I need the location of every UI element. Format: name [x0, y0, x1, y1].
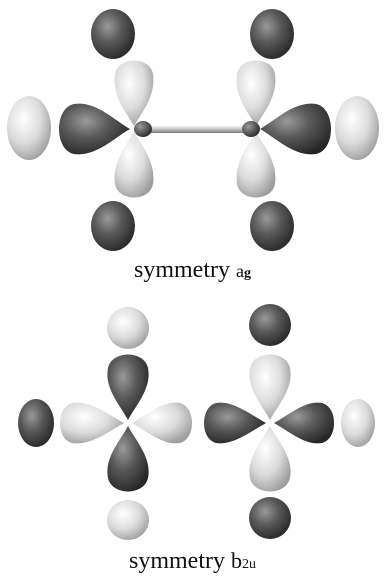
- metal-lobe-left-up: [107, 354, 149, 420]
- ligand-lobe-left-top: [107, 307, 149, 349]
- metal-lobe-left-left: [60, 402, 124, 444]
- ligand-lobe-left-top: [91, 9, 135, 59]
- ligand-lobe-left-outer: [7, 96, 51, 160]
- ligand-lobe-right-bottom: [250, 201, 294, 251]
- metal-lobe-left-right: [132, 402, 192, 444]
- metal-metal-bond: [140, 126, 254, 133]
- metal-lobe-left-left: [59, 103, 130, 155]
- caption-symmetry-b2u: symmetry b2u: [0, 548, 385, 575]
- metal-lobe-left-down: [107, 426, 149, 492]
- metal-lobe-left-up: [114, 60, 154, 126]
- metal-atom-left: [134, 121, 152, 137]
- metal-lobe-right-up: [236, 60, 276, 126]
- orbital-b2u: [18, 304, 375, 540]
- metal-lobe-left-down: [114, 132, 154, 198]
- ligand-lobe-left-bottom: [107, 500, 149, 540]
- ligand-lobe-left-outer: [18, 399, 54, 447]
- metal-lobe-right-left: [204, 402, 266, 444]
- metal-lobe-right-up: [249, 354, 291, 420]
- symmetry-symbol: ag: [236, 261, 251, 281]
- caption-symmetry-ag: symmetry ag: [0, 257, 385, 284]
- metal-lobe-right-down: [236, 132, 276, 198]
- caption-prefix: symmetry: [129, 548, 225, 574]
- metal-atom-right: [242, 121, 260, 137]
- metal-lobe-right-down: [249, 426, 291, 492]
- ligand-lobe-right-outer: [341, 399, 375, 447]
- ligand-lobe-right-top: [249, 304, 291, 346]
- caption-prefix: symmetry: [134, 257, 230, 283]
- ligand-lobe-right-bottom: [249, 497, 291, 539]
- metal-lobe-right-right: [260, 103, 331, 155]
- symmetry-symbol: b2u: [231, 548, 256, 573]
- ligand-lobe-left-bottom: [91, 201, 135, 251]
- metal-lobe-right-right: [274, 402, 334, 444]
- orbital-ag: [7, 9, 379, 251]
- ligand-lobe-right-top: [250, 9, 294, 59]
- ligand-lobe-right-outer: [335, 96, 379, 160]
